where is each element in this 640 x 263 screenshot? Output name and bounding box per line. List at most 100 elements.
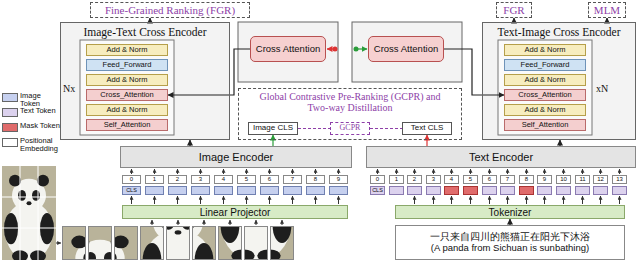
node-label: Image CLS (253, 124, 293, 133)
patch-border (219, 227, 242, 260)
text-token (408, 187, 422, 195)
patch-border (63, 227, 86, 260)
cross-attention-layer: Cross_Attention (504, 89, 586, 101)
node-label: Feed_Forward (103, 61, 152, 69)
node-label: CLS (126, 187, 137, 193)
node-label: 4 (450, 176, 453, 183)
token-arrow (269, 169, 270, 174)
patch-grid (2, 197, 56, 198)
encoder-fill (482, 22, 636, 140)
connector (272, 135, 273, 146)
node-label: Add & Norm (107, 106, 148, 114)
positional-embedding: 3 (191, 175, 210, 184)
node-label: Cross Attention (256, 44, 320, 54)
cross-attention-frame (352, 22, 462, 82)
positional-embedding: 4 (214, 175, 233, 184)
positional-embedding: 6 (260, 175, 279, 184)
feed-forward-layer: Feed_Forward (504, 59, 586, 71)
token-arrow (619, 196, 620, 204)
patch-border (89, 227, 112, 260)
mask-token (520, 187, 534, 195)
node-label: MLM (594, 4, 620, 16)
ranking-task-box: Fine-Grained Ranking (FGR) (90, 2, 250, 18)
patch-border (245, 227, 268, 260)
node-label: 13 (616, 176, 623, 183)
token-arrow (451, 196, 452, 204)
positional-embedding: 11 (575, 175, 590, 184)
node-label: Cross Attention (374, 44, 438, 54)
node-label: CLS (372, 187, 383, 193)
positional-embedding: 2 (407, 175, 422, 184)
node-label: Cross_Attention (100, 91, 153, 99)
node-label: Tokenizer (489, 207, 532, 218)
positional-embedding: 6 (482, 175, 497, 184)
node-label: 11 (579, 176, 585, 183)
patch-grid (20, 166, 21, 260)
legend-swatch (2, 138, 18, 147)
text-token (538, 187, 552, 195)
image-token (238, 187, 256, 195)
node-label: Feed_Forward (521, 61, 570, 69)
text-token (557, 187, 571, 195)
cross-attention-module: Cross Attention (368, 36, 444, 62)
token-arrow (582, 169, 583, 174)
positional-embedding: 7 (283, 175, 302, 184)
node-label: Global Contrastive Pre-Ranking (GCPR) an… (250, 91, 450, 113)
feature-dot (354, 47, 359, 52)
token-arrow (544, 169, 545, 174)
encoder-fill (60, 22, 230, 140)
token-arrow (269, 196, 270, 204)
node-label: Add & Norm (107, 76, 148, 84)
token-arrow (200, 196, 201, 204)
positional-embedding: 1 (389, 175, 404, 184)
connector (298, 128, 330, 129)
add-norm-layer: Add & Norm (504, 74, 586, 86)
token-arrow (177, 196, 178, 204)
node-label: Image Encoder (199, 151, 274, 163)
token-arrow (526, 196, 527, 204)
image-token (192, 187, 210, 195)
patch-border (115, 227, 138, 260)
patch-arrow (256, 220, 257, 225)
token-arrow (433, 169, 434, 174)
text-token (427, 187, 441, 195)
token-arrow (292, 169, 293, 174)
image-patch (66, 226, 138, 263)
positional-embedding: 1 (145, 175, 164, 184)
node-label: 6 (488, 176, 491, 183)
positional-embedding: 9 (537, 175, 552, 184)
legend-swatch (2, 108, 18, 117)
positional-embedding: 5 (237, 175, 256, 184)
positional-embedding: 10 (556, 175, 571, 184)
node-label: 1 (153, 176, 156, 183)
ranking-task-box: MLM (588, 2, 626, 18)
token-arrow (526, 169, 527, 174)
image-token (307, 187, 325, 195)
positional-embedding: 3 (426, 175, 441, 184)
token-arrow (377, 169, 378, 174)
mask-token (464, 187, 478, 195)
node-label: Image-Text Cross Encoder (83, 26, 206, 39)
token-arrow (131, 196, 132, 204)
connector (370, 128, 402, 129)
node-label: Linear Projector (200, 207, 271, 218)
legend-item: Mask Token (2, 122, 60, 130)
token-arrow (200, 169, 201, 174)
node-label: GCPR (340, 124, 361, 133)
node-label: 12 (597, 176, 604, 183)
projector-box: Linear Projector (122, 205, 348, 219)
token-arrow (154, 169, 155, 174)
patch-grid (2, 228, 56, 229)
gcpr-box: GCPR (330, 122, 370, 135)
encoder-box: Text Encoder (366, 146, 636, 168)
token-arrow (246, 169, 247, 174)
node-label: 1 (395, 176, 398, 183)
node-label: 一只来自四川的熊猫正在阳光下沐浴 (396, 232, 624, 242)
node-label: 7 (506, 176, 509, 183)
text-token (501, 187, 515, 195)
gcpr-group-box: Global Contrastive Pre-Ranking (GCPR) an… (238, 88, 462, 140)
token-arrow (507, 196, 508, 204)
positional-embedding: 8 (306, 175, 325, 184)
node-label: 0 (130, 176, 133, 183)
add-norm-layer: Add & Norm (86, 104, 168, 116)
